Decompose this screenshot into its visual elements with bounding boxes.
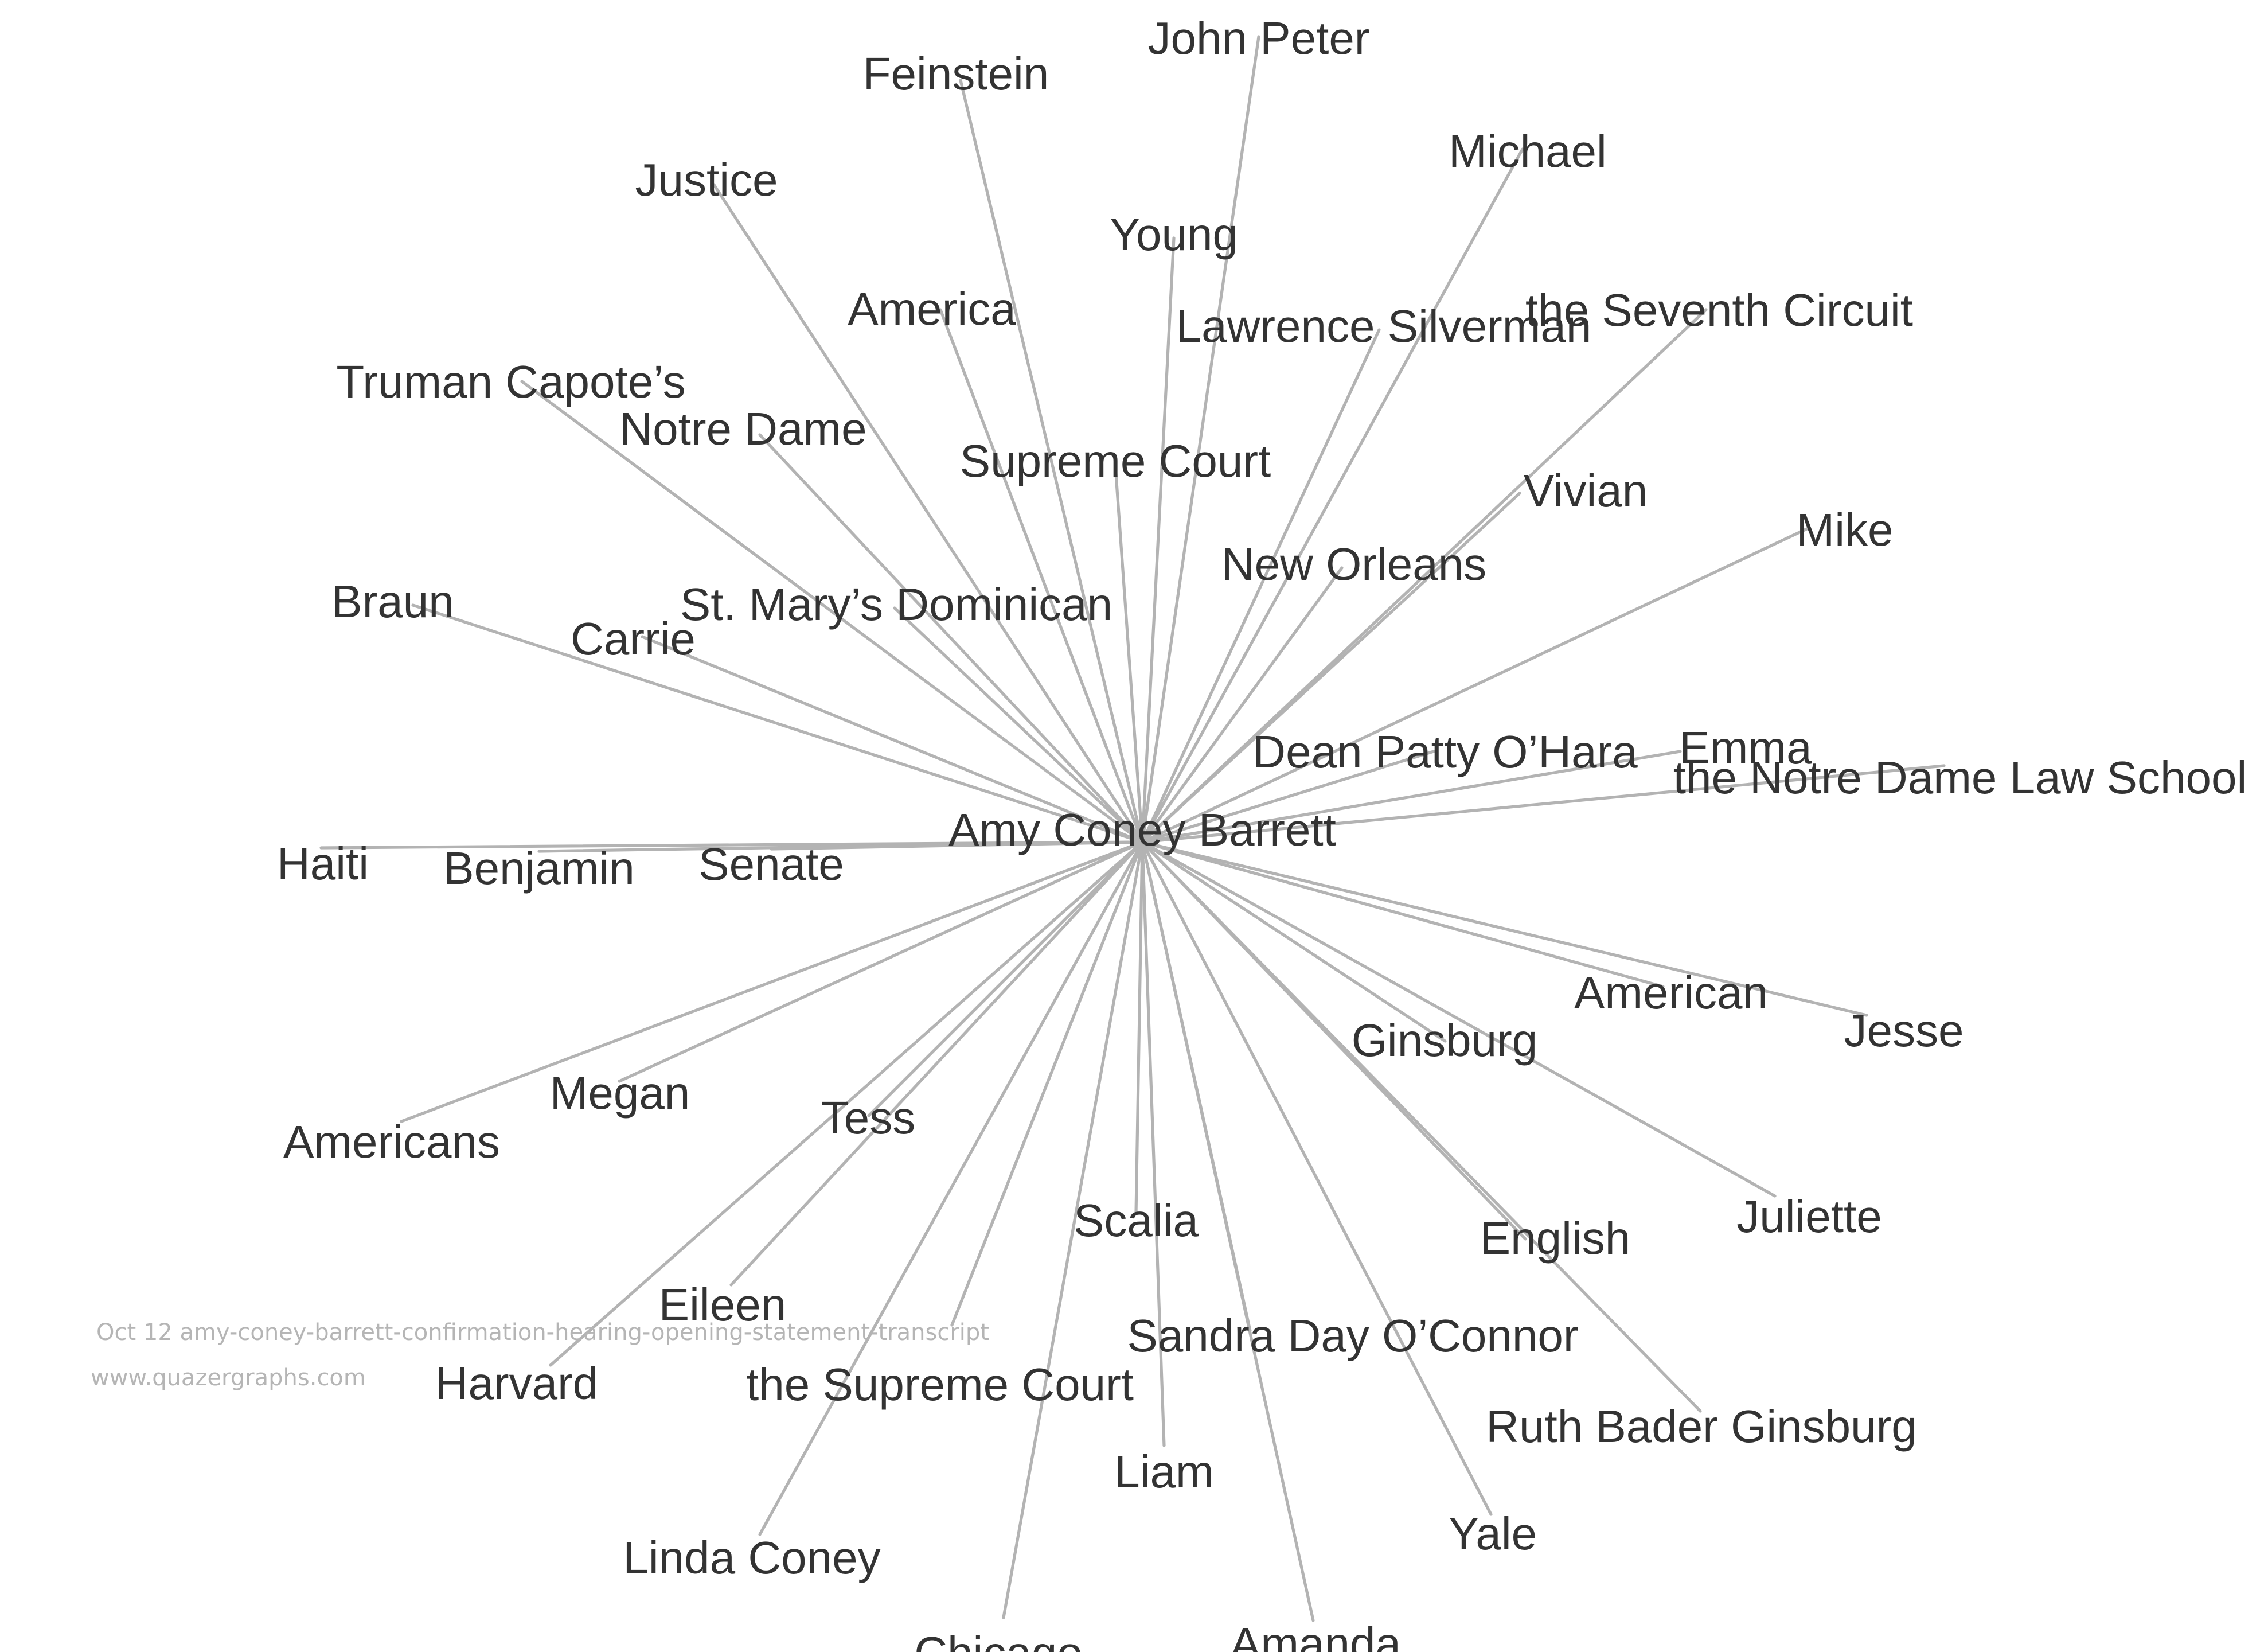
edge-supreme-court bbox=[1114, 464, 1144, 844]
edge-braun bbox=[411, 603, 1144, 844]
node-label-ginsburg: Ginsburg bbox=[1352, 1015, 1538, 1066]
node-label-harvard: Harvard bbox=[435, 1358, 599, 1409]
edge-emma bbox=[1141, 750, 1682, 844]
node-label-linda-coney: Linda Coney bbox=[623, 1532, 880, 1583]
node-label-dean-patty-ohara: Dean Patty O’Hara bbox=[1252, 726, 1638, 777]
node-label-the-supreme-court: the Supreme Court bbox=[746, 1359, 1134, 1410]
node-label-braun: Braun bbox=[331, 576, 454, 627]
edge-eileen bbox=[729, 840, 1144, 1287]
node-label-emma: Emma bbox=[1679, 722, 1812, 773]
node-label-ruth-bader-ginsburg: Ruth Bader Ginsburg bbox=[1486, 1401, 1917, 1452]
node-label-feinstein: Feinstein bbox=[863, 48, 1049, 99]
edge-jesse bbox=[1141, 840, 1868, 1017]
node-label-new-orleans: New Orleans bbox=[1221, 539, 1486, 590]
node-label-carrie: Carrie bbox=[571, 613, 696, 664]
edge-feinstein bbox=[959, 79, 1144, 844]
edge-harvard bbox=[549, 840, 1144, 1367]
edge-amanda bbox=[1141, 840, 1315, 1622]
node-label-john-peter: John Peter bbox=[1148, 13, 1370, 64]
edge-young bbox=[1141, 236, 1176, 844]
node-label-michael: Michael bbox=[1449, 126, 1607, 177]
node-label-mike: Mike bbox=[1797, 504, 1894, 555]
node-label-english: English bbox=[1480, 1213, 1630, 1264]
edge-ginsburg bbox=[1141, 840, 1447, 1043]
node-label-eileen: Eileen bbox=[659, 1279, 786, 1330]
edge-yale bbox=[1141, 840, 1493, 1516]
node-label-americans: Americans bbox=[283, 1116, 500, 1167]
node-label-america: America bbox=[848, 283, 1016, 334]
watermark-site: www.quazergraphs.com bbox=[91, 1365, 366, 1391]
node-label-juliette: Juliette bbox=[1736, 1191, 1881, 1242]
node-label-yale: Yale bbox=[1449, 1508, 1537, 1559]
edge-justice bbox=[712, 183, 1144, 844]
edge-john-peter bbox=[1141, 35, 1260, 844]
edge-scalia bbox=[1134, 840, 1144, 1215]
edge-megan bbox=[618, 840, 1144, 1083]
node-label-chicago: Chicago bbox=[914, 1627, 1083, 1652]
edge-senate bbox=[770, 840, 1144, 851]
node-label-benjamin: Benjamin bbox=[443, 843, 635, 894]
node-label-scalia: Scalia bbox=[1074, 1195, 1199, 1246]
edge-notre-dame bbox=[758, 433, 1144, 844]
edge-truman-capotes bbox=[520, 380, 1144, 844]
node-label-the-seventh-circuit: the Seventh Circuit bbox=[1525, 285, 1913, 336]
edge-tess bbox=[867, 840, 1144, 1117]
watermark-title: Oct 12 amy-coney-barrett-confirmation-he… bbox=[96, 1319, 989, 1346]
node-label-haiti: Haiti bbox=[277, 838, 369, 889]
edges-layer bbox=[319, 35, 1946, 1622]
node-label-tess: Tess bbox=[821, 1092, 916, 1143]
node-label-liam: Liam bbox=[1114, 1446, 1213, 1497]
edge-juliette bbox=[1141, 840, 1777, 1198]
node-label-notre-dame: Notre Dame bbox=[619, 403, 866, 454]
edge-vivian bbox=[1141, 492, 1521, 844]
node-label-st-marys-dominican: St. Mary’s Dominican bbox=[680, 579, 1112, 630]
node-label-vivian: Vivian bbox=[1524, 465, 1648, 516]
edge-the-notre-dame-law-school bbox=[1141, 764, 1946, 844]
edge-americans bbox=[400, 840, 1144, 1123]
node-label-supreme-court: Supreme Court bbox=[960, 435, 1271, 486]
node-label-sandra-day-oconnor: Sandra Day O’Connor bbox=[1127, 1310, 1578, 1361]
edge-ruth-bader-ginsburg bbox=[1141, 840, 1702, 1413]
edge-mike bbox=[1141, 526, 1811, 844]
labels-layer: John PeterFeinsteinMichaelJusticeYoungAm… bbox=[277, 13, 2247, 1652]
node-label-lawrence-silverman: Lawrence Silverman bbox=[1176, 301, 1592, 352]
node-label-senate: Senate bbox=[698, 839, 844, 890]
edge-chicago bbox=[1002, 840, 1144, 1619]
edge-the-supreme-court bbox=[950, 840, 1144, 1327]
edge-linda-coney bbox=[758, 840, 1144, 1536]
edge-dean-patty-ohara bbox=[1141, 750, 1435, 844]
edge-st-marys-dominican bbox=[893, 606, 1144, 844]
node-label-truman-capotes: Truman Capote’s bbox=[336, 356, 685, 407]
edge-new-orleans bbox=[1141, 566, 1344, 844]
edge-michael bbox=[1141, 147, 1524, 844]
node-label-megan: Megan bbox=[550, 1067, 690, 1119]
edge-american bbox=[1141, 840, 1665, 988]
edge-lawrence-silverman bbox=[1141, 328, 1381, 844]
node-label-justice: Justice bbox=[635, 154, 778, 205]
edge-america bbox=[939, 308, 1144, 844]
node-label-american: American bbox=[1574, 967, 1768, 1018]
edge-liam bbox=[1141, 840, 1166, 1447]
center-node-label: Amy Coney Barrett bbox=[948, 804, 1336, 855]
node-label-young: Young bbox=[1110, 209, 1238, 260]
node-label-amanda: Amanda bbox=[1230, 1618, 1401, 1652]
node-label-the-notre-dame-law-school: the Notre Dame Law School bbox=[1673, 752, 2247, 803]
edge-carrie bbox=[641, 635, 1144, 844]
node-label-jesse: Jesse bbox=[1844, 1005, 1964, 1056]
